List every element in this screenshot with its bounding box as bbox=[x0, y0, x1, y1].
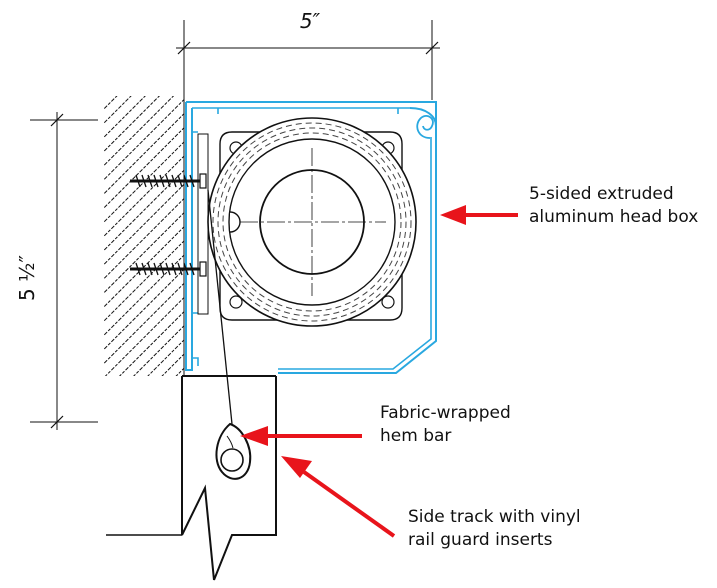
height-tick-bottom bbox=[50, 415, 64, 429]
head-box-bottom-clip bbox=[192, 357, 199, 366]
screw-upper bbox=[130, 173, 207, 189]
roller-assembly bbox=[197, 117, 417, 327]
screw-upper-head bbox=[199, 173, 207, 189]
callout-labels: 5-sided extruded aluminum head box Fabri… bbox=[380, 184, 698, 550]
head-box-label-line2: aluminum head box bbox=[529, 207, 698, 227]
head-box-back-wall bbox=[185, 102, 193, 371]
screw-upper-threads bbox=[135, 174, 195, 188]
arrow-head-box bbox=[440, 205, 518, 225]
head-box-top-lips bbox=[217, 108, 399, 114]
fabric-wrap-2 bbox=[217, 127, 407, 317]
arrow-hem-bar bbox=[240, 426, 362, 446]
head-box-corner-curl bbox=[416, 115, 434, 139]
screw-lower-head bbox=[199, 261, 207, 277]
wall-section bbox=[104, 96, 185, 376]
head-box-label-line1: 5-sided extruded bbox=[529, 184, 674, 204]
side-track-right-edge bbox=[213, 376, 277, 581]
screw-lower bbox=[130, 261, 207, 277]
hem-bar-fold bbox=[226, 435, 234, 449]
screw-lower-threads bbox=[135, 262, 195, 276]
hem-bar-core bbox=[220, 448, 244, 472]
hem-bar-label-line2: hem bar bbox=[380, 426, 451, 446]
head-box-corner bbox=[409, 107, 437, 127]
fabric-wrap-1 bbox=[212, 122, 412, 322]
callout-arrows bbox=[240, 205, 518, 538]
fabric-wrap-3 bbox=[222, 132, 402, 312]
height-label: 5 ½″ bbox=[15, 255, 39, 301]
width-tick-right bbox=[425, 41, 439, 55]
width-label: 5″ bbox=[300, 9, 321, 33]
width-tick-left bbox=[177, 41, 191, 55]
wall-hatch bbox=[104, 96, 184, 376]
bracket-flange bbox=[197, 133, 209, 315]
mounting-screws bbox=[130, 173, 207, 277]
side-track-label-line2: rail guard inserts bbox=[408, 530, 553, 550]
bracket-hole-bottom-left bbox=[229, 295, 243, 309]
hem-bar-label-line1: Fabric-wrapped bbox=[380, 403, 511, 423]
head-box-inner-profile bbox=[192, 107, 432, 370]
side-track bbox=[106, 375, 277, 581]
height-tick-top bbox=[50, 113, 64, 127]
arrow-side-track bbox=[281, 456, 396, 538]
height-dimension: 5 ½″ bbox=[15, 112, 98, 430]
head-box-outer-profile bbox=[186, 101, 437, 374]
side-track-label-line1: Side track with vinyl bbox=[408, 507, 581, 527]
head-box-extrusion bbox=[185, 101, 437, 374]
head-box-back-lips bbox=[192, 131, 198, 314]
side-track-left-edge bbox=[181, 376, 215, 581]
fabric-drop-line bbox=[207, 189, 233, 425]
bracket-hole-bottom-right bbox=[381, 295, 395, 309]
width-dimension: 5″ bbox=[176, 9, 440, 100]
end-bracket-plate bbox=[219, 131, 403, 321]
fabric-and-hem-bar bbox=[207, 189, 252, 480]
